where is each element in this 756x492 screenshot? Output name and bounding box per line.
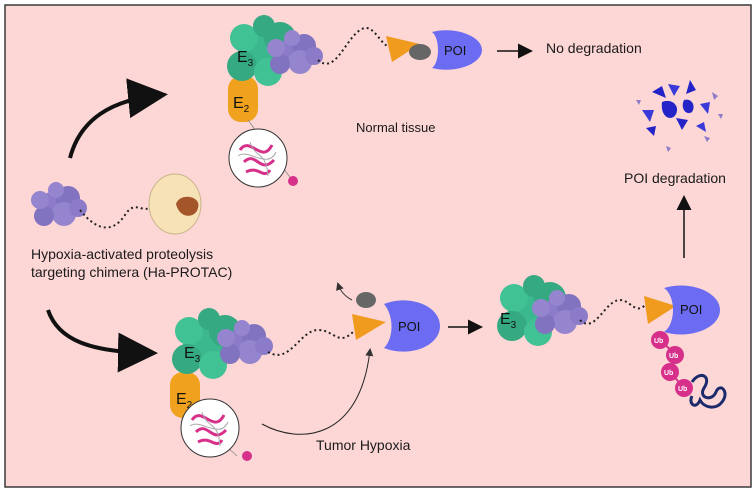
svg-text:E2: E2: [233, 95, 250, 115]
ub-2: [666, 346, 684, 364]
svg-text:E2: E2: [176, 391, 193, 411]
ub-1: [651, 331, 669, 349]
svg-text:POI: POI: [398, 319, 420, 334]
e3-ligase-bottom: E3: [172, 308, 241, 379]
poi-bottom: POI: [384, 300, 440, 352]
released-cage-group: [356, 292, 376, 308]
linker-bottom: [267, 328, 356, 356]
poi-right: POI: [664, 285, 720, 335]
svg-text:POI: POI: [444, 43, 466, 58]
poi-top: POI: [432, 30, 482, 70]
ubiquitinated-complex: E3 POI Ub Ub Ub Ub: [497, 275, 727, 409]
warhead-right: [644, 296, 676, 324]
cage-shell: [148, 173, 202, 235]
svg-text:POI: POI: [680, 302, 702, 317]
caged-warhead: [176, 196, 199, 216]
normal-tissue-label: Normal tissue: [356, 120, 435, 135]
tumor-hypoxia-label: Tumor Hypoxia: [316, 437, 411, 453]
arrow-to-normal: [68, 78, 168, 159]
cage-group-top: [409, 44, 431, 60]
e3-ligase-right: E3: [497, 275, 566, 346]
ha-protac-label-line2: targeting chimera (Ha-PROTAC): [31, 264, 232, 280]
normal-tissue-complex: E2 E3 POI No degradation Normal tissue: [227, 15, 642, 188]
proteasome-strand: [689, 373, 727, 409]
e3-ligase-top: E3: [227, 15, 296, 86]
svg-text:E3: E3: [184, 345, 201, 365]
svg-text:Ub: Ub: [654, 338, 663, 345]
ha-protac-molecule: [31, 173, 202, 235]
svg-text:Ub: Ub: [664, 370, 673, 377]
svg-text:E3: E3: [500, 311, 517, 331]
no-degradation-label: No degradation: [546, 40, 642, 56]
tumor-hypoxia-complex: E2 E3 POI Tumor Hypoxia: [170, 282, 483, 461]
e2-ub-structure-top: [228, 128, 298, 188]
ub-4: [675, 379, 693, 397]
e2-protein-top: E2: [228, 76, 258, 122]
poi-fragments: [636, 80, 723, 152]
ub-chain: Ub Ub Ub Ub: [651, 331, 693, 397]
warhead-top: [386, 36, 420, 62]
cage-release-arrow: [336, 282, 353, 301]
poi-degradation-label: POI degradation: [624, 170, 726, 186]
svg-text:Ub: Ub: [678, 386, 687, 393]
ha-protac-label-line1: Hypoxia-activated proteolysis: [31, 246, 213, 262]
arrow-to-hypoxia: [46, 309, 158, 373]
warhead-bottom: [352, 314, 386, 340]
hypoxia-activation-arrow: [261, 348, 374, 435]
e2-ub-structure-bottom: [180, 398, 252, 461]
svg-text:Ub: Ub: [669, 353, 678, 360]
ub-3: [661, 363, 679, 381]
svg-text:E3: E3: [237, 49, 254, 69]
